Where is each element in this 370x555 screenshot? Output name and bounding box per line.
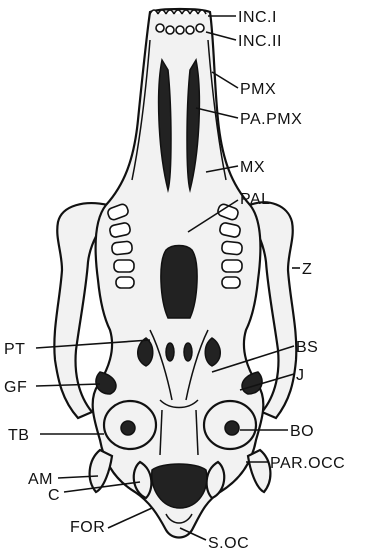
label-pmx: PMX bbox=[240, 81, 276, 98]
label-bo: BO bbox=[290, 423, 314, 440]
label-par-occ: PAR.OCC bbox=[270, 455, 345, 472]
label-inc-2: INC.II bbox=[238, 33, 282, 50]
label-z: Z bbox=[302, 261, 312, 278]
label-c: C bbox=[48, 487, 60, 504]
label-bs: BS bbox=[296, 339, 318, 356]
label-inc-1: INC.I bbox=[238, 9, 277, 26]
label-mx: MX bbox=[240, 159, 265, 176]
label-j: J bbox=[296, 367, 305, 384]
label-gf: GF bbox=[4, 379, 27, 396]
posterior-nares bbox=[161, 246, 197, 319]
label-tb: TB bbox=[8, 427, 29, 444]
label-pt: PT bbox=[4, 341, 25, 358]
label-pal: PAL bbox=[240, 191, 271, 208]
label-am: AM bbox=[28, 471, 53, 488]
paroccipital-process-right bbox=[248, 450, 270, 492]
label-s-oc: S.OC bbox=[208, 535, 249, 552]
label-pa-pmx: PA.PMX bbox=[240, 111, 302, 128]
label-for: FOR bbox=[70, 519, 105, 536]
